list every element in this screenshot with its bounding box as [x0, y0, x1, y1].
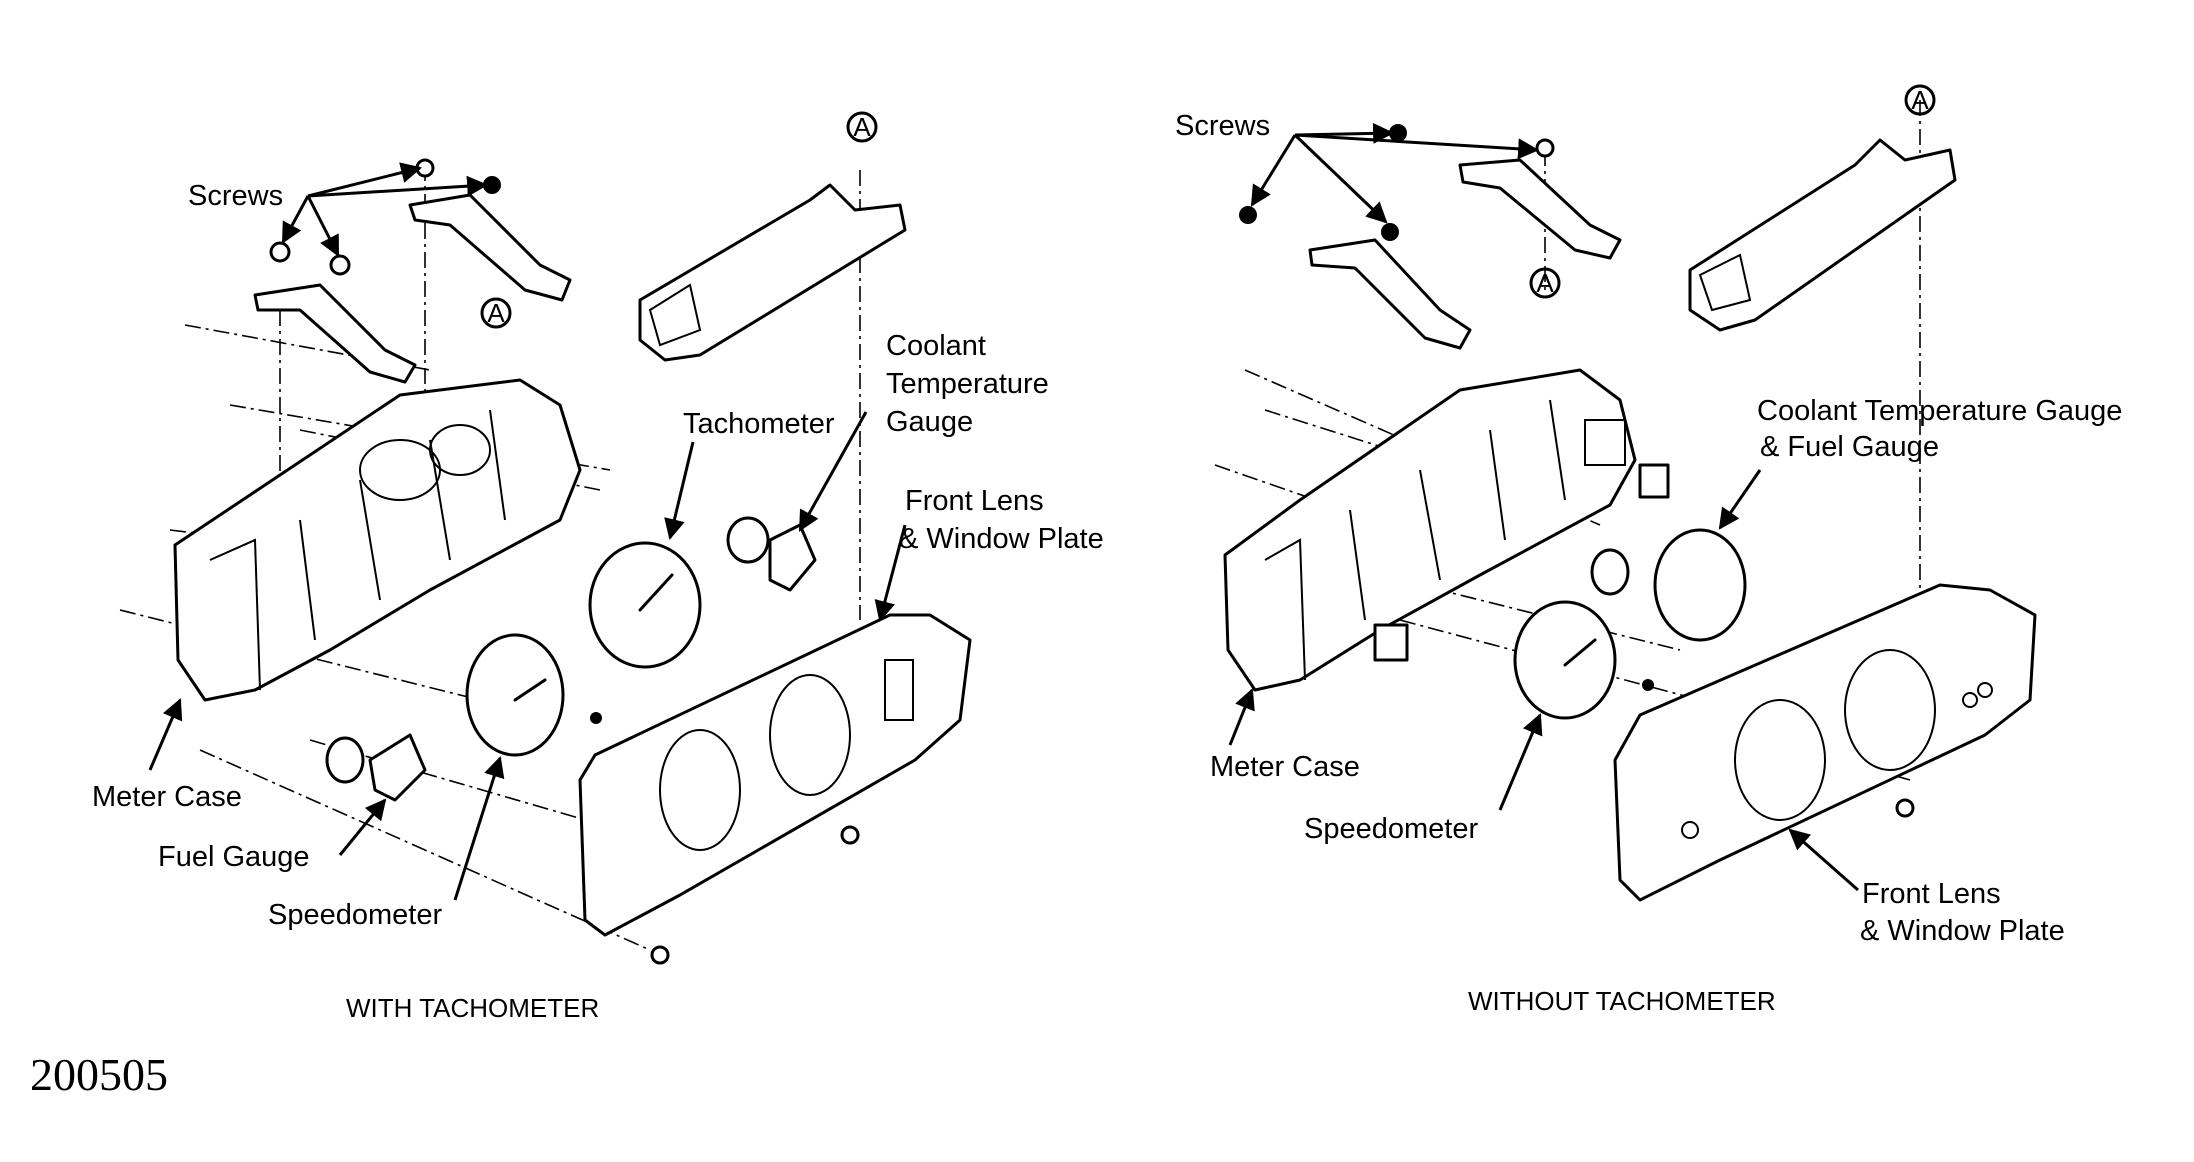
svg-text:A: A	[487, 298, 505, 328]
with-tachometer-assembly	[119, 158, 972, 965]
label-front-lens-line2: & Window Plate	[899, 523, 1104, 555]
meter-cover-panel	[1688, 138, 1957, 332]
label-coolant-fuel-line1: Coolant Temperature Gauge	[1757, 395, 2122, 427]
reference-marker-a: A	[846, 111, 878, 143]
meter-case	[173, 378, 582, 702]
label-meter-case-left: Meter Case	[92, 781, 242, 813]
front-lens-window-plate	[1613, 583, 2037, 902]
label-coolant-line2: Temperature	[886, 368, 1049, 400]
label-front-lens-right-line1: Front Lens	[1862, 878, 2001, 910]
fuel-gauge	[368, 733, 427, 802]
label-coolant-fuel-line2: & Fuel Gauge	[1760, 431, 1939, 463]
speedometer-dial	[465, 633, 565, 757]
coolant-fuel-gauge	[1653, 528, 1747, 642]
label-meter-case-right: Meter Case	[1210, 751, 1360, 783]
label-front-lens-right-line2: & Window Plate	[1860, 915, 2065, 947]
label-screws-left: Screws	[188, 180, 283, 212]
reference-marker-a: A	[1529, 267, 1561, 299]
figure-number: 200505	[30, 1049, 168, 1100]
front-lens-window-plate	[578, 613, 972, 937]
label-front-lens-line1: Front Lens	[905, 485, 1044, 517]
reference-marker-a: A	[1904, 84, 1936, 116]
label-speedometer-right: Speedometer	[1304, 813, 1478, 845]
label-tachometer: Tachometer	[683, 408, 835, 440]
label-fuel-gauge: Fuel Gauge	[158, 841, 310, 873]
svg-text:A: A	[853, 112, 871, 142]
upper-bracket	[408, 193, 572, 302]
svg-text:A: A	[1536, 268, 1554, 298]
upper-bracket	[1458, 158, 1622, 260]
lower-bracket	[253, 283, 417, 384]
caption-without-tachometer: WITHOUT TACHOMETER	[1468, 986, 1776, 1016]
without-tachometer-assembly	[1214, 100, 2037, 902]
lower-bracket	[1308, 238, 1472, 350]
label-coolant-line3: Gauge	[886, 406, 973, 438]
label-screws-right: Screws	[1175, 110, 1270, 142]
svg-text:A: A	[1911, 85, 1929, 115]
label-coolant-line1: Coolant	[886, 330, 986, 362]
caption-with-tachometer: WITH TACHOMETER	[346, 993, 599, 1023]
reference-marker-a: A	[480, 297, 512, 329]
meter-cover-panel	[638, 183, 907, 362]
speedometer-dial	[1513, 600, 1617, 720]
label-speedometer-left: Speedometer	[268, 899, 442, 931]
coolant-temp-gauge	[768, 523, 817, 592]
